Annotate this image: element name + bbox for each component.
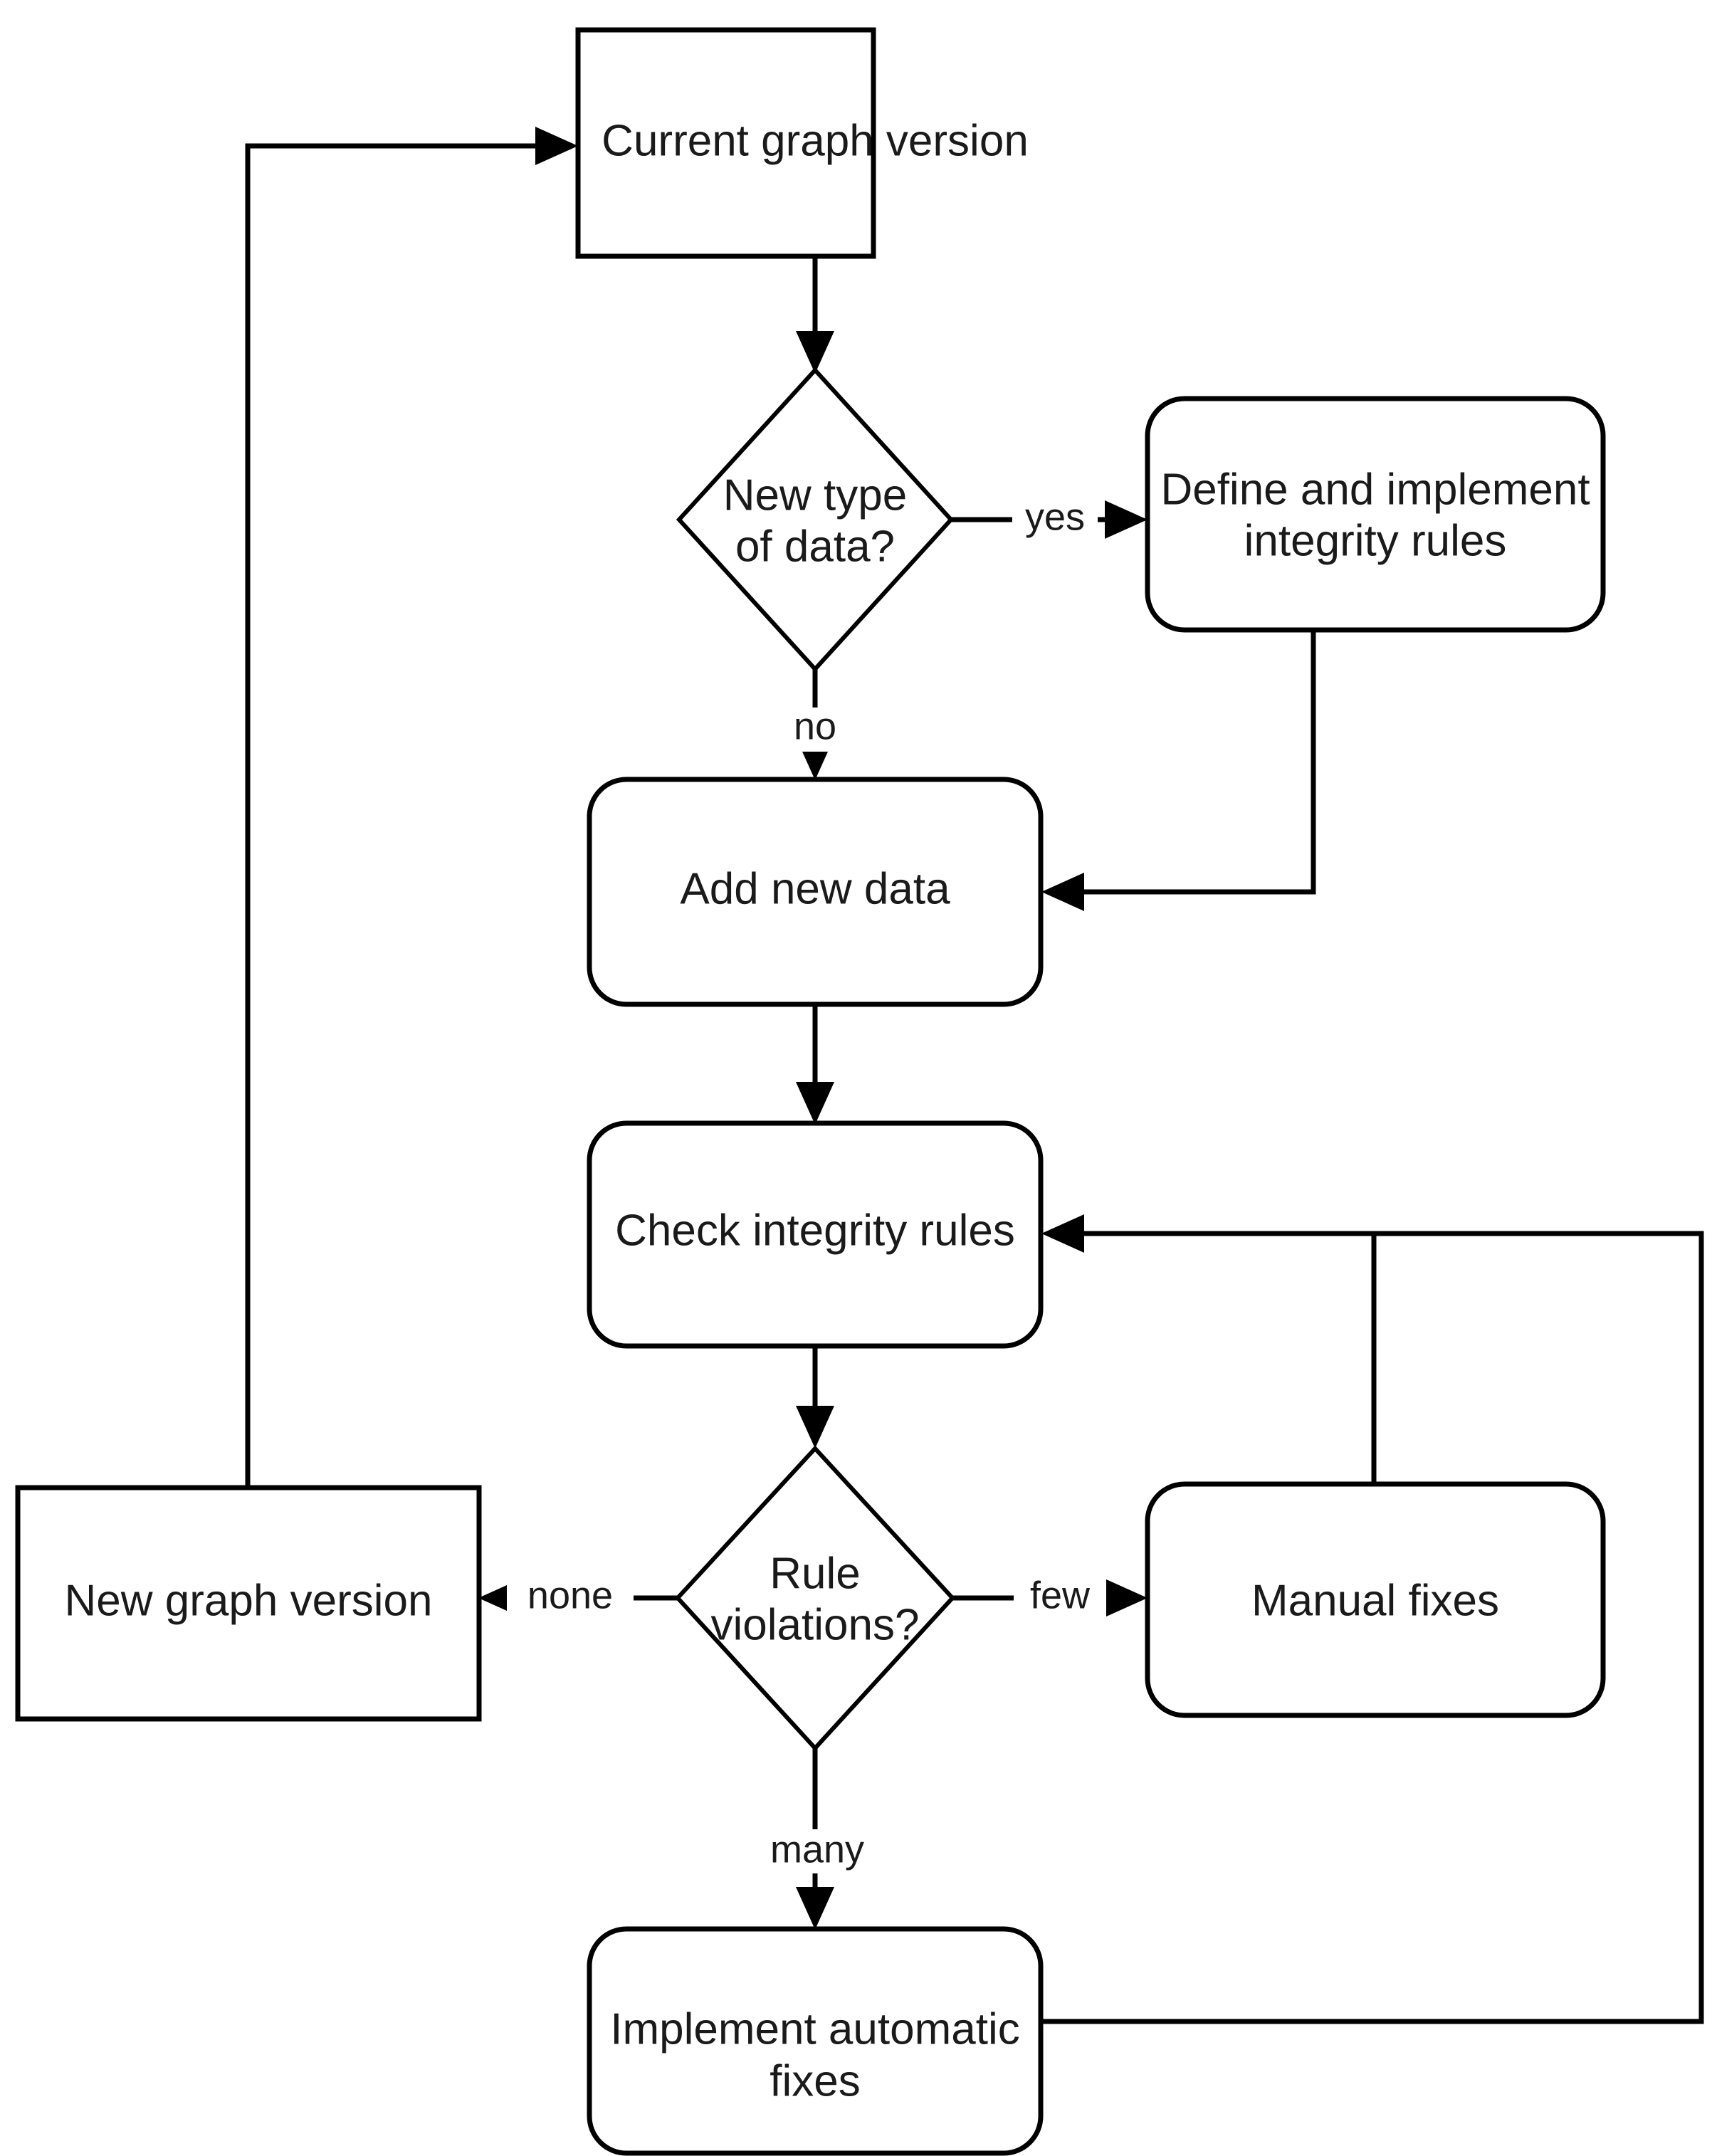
- edge-label-yes: yes: [1012, 495, 1098, 541]
- edge-autofixes-to-check-feedback: [1039, 1231, 1704, 2024]
- edge-label-yes-text: yes: [1025, 495, 1085, 538]
- rule-violations-diamond[interactable]: [674, 1445, 956, 1752]
- define-integrity-rules-box[interactable]: [1145, 396, 1606, 633]
- node-new-type-of-data[interactable]: New type of data?: [676, 367, 955, 673]
- node-rule-violations[interactable]: Rule violations?: [674, 1445, 956, 1752]
- edge-check-to-violations: [796, 1345, 834, 1448]
- node-define-integrity-rules[interactable]: Define and implement integrity rules: [1145, 396, 1606, 633]
- edge-label-none-text: none: [527, 1574, 613, 1616]
- node-current-graph-version[interactable]: Current graph version: [575, 27, 1029, 259]
- new-graph-version-label: New graph version: [65, 1576, 433, 1625]
- new-type-of-data-diamond[interactable]: [676, 367, 955, 673]
- edge-label-no: no: [774, 705, 856, 752]
- manual-fixes-box[interactable]: [1145, 1481, 1606, 1718]
- current-graph-version-label: Current graph version: [602, 116, 1029, 165]
- edge-label-few-text: few: [1030, 1574, 1091, 1616]
- new-type-of-data-label-line2: of data?: [735, 522, 895, 571]
- rule-violations-label-line2: violations?: [711, 1600, 920, 1649]
- edge-label-no-text: no: [794, 705, 836, 747]
- edge-current-to-newtype: [796, 256, 834, 374]
- implement-automatic-fixes-label-line1: Implement automatic: [610, 2004, 1019, 2054]
- edge-label-many-text: many: [770, 1828, 864, 1871]
- node-implement-automatic-fixes[interactable]: Implement automatic fixes: [587, 1926, 1044, 2156]
- add-new-data-label: Add new data: [680, 864, 950, 913]
- rule-violations-label-line1: Rule: [770, 1549, 861, 1598]
- manual-fixes-label: Manual fixes: [1251, 1576, 1499, 1625]
- check-integrity-rules-box[interactable]: [587, 1120, 1044, 1349]
- implement-automatic-fixes-box[interactable]: [587, 1926, 1044, 2156]
- edge-label-many: many: [755, 1828, 880, 1873]
- edge-label-few: few: [1014, 1574, 1106, 1619]
- current-graph-version-box[interactable]: [575, 27, 876, 259]
- node-manual-fixes[interactable]: Manual fixes: [1145, 1481, 1606, 1718]
- node-check-integrity-rules[interactable]: Check integrity rules: [587, 1120, 1044, 1349]
- define-integrity-rules-label-line2: integrity rules: [1244, 516, 1507, 565]
- edge-manual-to-check-feedback: [1041, 1214, 1377, 1484]
- new-graph-version-box[interactable]: [15, 1485, 482, 1722]
- edge-adddata-to-check: [796, 1004, 834, 1125]
- implement-automatic-fixes-label-line2: fixes: [770, 2056, 860, 2105]
- add-new-data-box[interactable]: [587, 777, 1044, 1007]
- edge-label-none: none: [507, 1574, 634, 1619]
- define-integrity-rules-label-line1: Define and implement: [1160, 465, 1590, 514]
- new-type-of-data-label-line1: New type: [723, 470, 907, 520]
- node-add-new-data[interactable]: Add new data: [587, 777, 1044, 1007]
- edge-newversion-to-current-feedback: [245, 127, 578, 1488]
- node-new-graph-version[interactable]: New graph version: [15, 1485, 482, 1722]
- edge-define-to-adddata: [1041, 630, 1316, 911]
- check-integrity-rules-label: Check integrity rules: [615, 1206, 1015, 1255]
